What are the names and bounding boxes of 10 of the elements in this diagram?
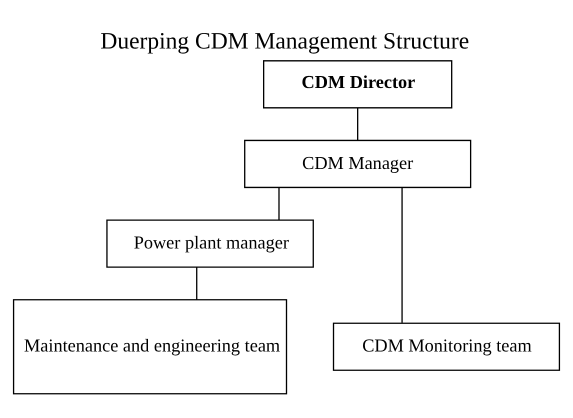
diagram-title: Duerping CDM Management Structure [100,28,470,54]
connector [401,187,403,323]
node-box: CDM Monitoring team [332,322,560,371]
node-box: CDM Manager [244,140,472,188]
connector [357,108,358,140]
connector [278,188,280,220]
node-box: CDM Director [263,60,452,108]
node-box: Power plant manager [106,219,314,268]
connector [196,268,198,300]
node-box: Maintenance and engineering team [12,299,288,394]
